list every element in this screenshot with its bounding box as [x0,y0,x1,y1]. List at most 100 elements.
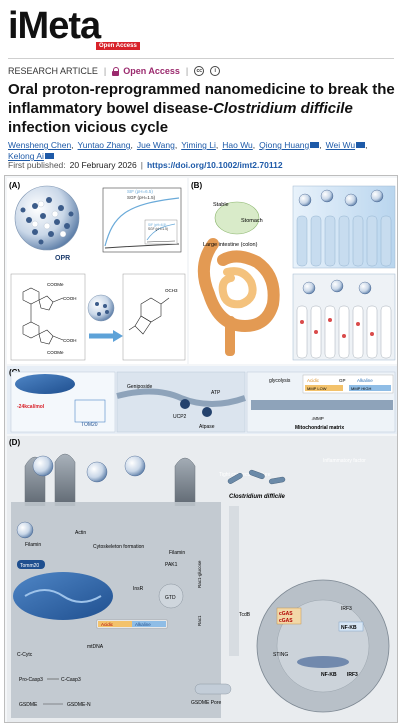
geniposide-structure [128,297,170,335]
alkaline-label: Alkaline [357,378,373,383]
author-name-link[interactable]: Jue Wang [136,140,175,150]
binding-energy: -24kcal/mol [17,404,45,410]
header-divider [8,58,394,59]
cc-by-icon[interactable]: i [210,66,221,76]
chem-group-4: COOMe [47,350,64,355]
rac1-label: Rac1 [197,615,202,626]
nanoparticle-small [87,294,115,322]
chem-group-5: OCH3 [165,288,178,293]
acidic-label: Acidic [307,378,320,383]
open-access-badge[interactable]: Open Access [112,66,180,76]
villi-backdrop [24,453,196,506]
author-separator: , [215,140,219,150]
panel-d-label: (D) [9,438,20,447]
graphical-abstract-svg: (A) OPR SIF (pH=6.5) SGF (p [7,178,397,722]
label-stable: Stable [213,202,229,208]
doi-link[interactable]: https://doi.org/10.1002/imt2.70112 [146,160,283,170]
tight-junction-label: Tight connection failure [219,472,271,478]
author-separator: , [365,140,368,150]
cgas-label-1: cGAS [279,611,293,617]
c-difficile-label: Clostridium difficile [229,494,286,500]
mail-icon[interactable] [310,142,320,148]
tom20-label: TOM20 [81,422,98,428]
author-name-link[interactable]: Wei Wu [325,140,356,150]
cytoskeleton-label: Cytoskeleton formation [93,544,144,550]
mitochondrion-small [15,374,75,394]
bacteria-cluster [227,469,286,485]
procasp3-label: Pro-Casp3 [19,677,43,683]
mail-icon[interactable] [356,142,366,148]
gp-label: GP [339,378,346,383]
panel-b-label: (B) [191,181,202,190]
nfkb-label: NF-KB [341,625,357,631]
author-name-link[interactable]: Yuntao Zhang [77,140,131,150]
author-item: Qiong Huang, [259,140,321,151]
stomach-illustration [214,201,260,235]
irf3-label: IRF3 [341,606,352,612]
insr-label: InsR [133,586,144,592]
author-item: Kelong Ai [8,151,54,162]
mitochondrial-matrix-label: Mitochondrial matrix [295,425,344,431]
gtd-label: GTD [165,595,176,601]
lock-icon [112,66,120,76]
author-item: Jue Wang, [137,140,177,151]
chem-structure-box [10,273,86,361]
author-name-link[interactable]: Yiming Li [181,140,216,150]
tcdb-label: TcdB [239,612,251,618]
gsdme-pore-label: GSDME Pore [191,700,222,706]
atpase-label: Atpase [199,424,215,430]
chem-group-1: COOMe [47,282,64,287]
sgf-curve [104,243,180,249]
pub-separator: | [140,160,143,170]
geniposide-structure-box [122,273,186,361]
colon-illustration [197,238,280,333]
author-item: Yuntao Zhang, [78,140,133,151]
panel-d-nanoparticles [16,455,146,539]
graphical-abstract: (A) OPR SIF (pH=6.5) SGF (p [4,175,398,723]
actin-label: Actin [75,530,86,536]
author-name-link[interactable]: Qiong Huang [259,140,310,150]
author-name-link[interactable]: Kelong Ai [8,151,44,161]
author-separator: , [319,140,322,150]
rectum-illustration [225,316,235,356]
opr-nanoparticle [14,185,80,251]
sif-curve [104,197,180,247]
article-type: RESEARCH ARTICLE [8,66,98,76]
author-item: Yiming Li, [181,140,218,151]
inflammatory-factor-label: Inflammatory factor [323,458,366,464]
filamin-label: Filamin [25,542,41,548]
tomm20-tag [17,560,45,569]
irf3b-label: IRF3 [347,672,358,678]
author-name-link[interactable]: Wensheng Chen [8,140,72,150]
chem-group-3: COOH [63,338,77,343]
author-list: Wensheng Chen,Yuntao Zhang,Jue Wang,Yimi… [8,140,398,162]
cc-license-icon[interactable]: cc [194,66,205,76]
cgas-label-2: cGAS [279,618,293,624]
sting-label: STING [273,652,288,658]
author-name-link[interactable]: Hao Wu [222,140,253,150]
chem-structure-left [22,287,64,345]
panel-a-label: (A) [9,181,20,190]
author-item: Hao Wu, [222,140,255,151]
first-published-label: First published: [8,160,66,170]
gsdme-label: GSDME [19,702,38,708]
mmp-arrow-label: ↓MMP [311,416,324,421]
author-separator: , [252,140,256,150]
mmp-high-label: MMP HIGH [351,386,371,391]
tomm20-label: Tomm20 [20,563,39,569]
inset-legend-sgf: SGF (pH=1.5) [148,227,168,231]
meta-separator: | [185,66,189,76]
ccytc-label: C-Cytc [17,652,33,658]
mail-icon[interactable] [44,153,54,159]
filamin2-label: Filamin [169,550,185,556]
nfkb2-label: NF-KB [321,672,337,678]
author-separator: , [174,140,178,150]
chart-inset [144,219,178,245]
mtdna-label: mtDNA [87,644,104,650]
author-item: Wensheng Chen, [8,140,74,151]
author-item: Wei Wu, [326,140,368,151]
geniposide-label: Geniposide [127,384,153,390]
ucp2-label: UCP2 [173,414,187,420]
journal-logo[interactable]: iMeta [8,5,101,47]
journal-logo-subtitle: Open Access [96,42,140,50]
